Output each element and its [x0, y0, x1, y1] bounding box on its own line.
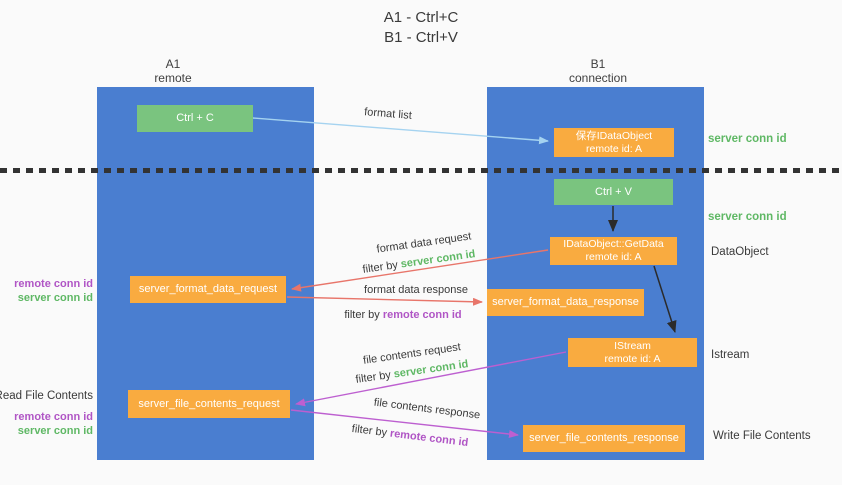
server-conn-id-label: server conn id	[17, 425, 93, 437]
format-list-label: format list	[363, 106, 413, 122]
column-b1-role: connection	[568, 71, 628, 85]
server-conn-id-save-label: server conn id	[708, 133, 787, 145]
format-data-response-label: format data response	[364, 284, 468, 296]
column-header-b1: B1 connection	[528, 57, 668, 85]
server-format-data-response-box: server_format_data_response	[487, 289, 644, 316]
server-file-contents-response-label: server_file_contents_response	[529, 432, 679, 444]
title-line-1: A1 - Ctrl+C	[383, 9, 459, 26]
file-contents-response-label: file contents response	[373, 396, 481, 422]
ctrl-c-label: Ctrl + C	[176, 112, 214, 124]
server-conn-id-label: server conn id	[17, 292, 93, 304]
server-file-contents-request-label: server_file_contents_request	[138, 397, 280, 410]
arrow-format-data-response	[286, 296, 483, 306]
ctrl-c-box: Ctrl + C	[137, 105, 253, 132]
read-file-contents-label: Read File Contents	[0, 390, 93, 402]
filter-by-text: filter by	[351, 422, 388, 440]
dataobject-label: DataObject	[711, 246, 769, 258]
save-dataobject-box: 保存IDataObject remote id: A	[554, 128, 674, 157]
ctrl-v-box: Ctrl + V	[554, 179, 673, 205]
server-conn-id-text: server conn id	[392, 358, 470, 381]
server-format-data-request-box: server_format_data_request	[130, 276, 286, 303]
remote-conn-id-text: remote conn id	[389, 427, 469, 450]
remote-conn-id-text: remote conn id	[382, 309, 462, 321]
column-a1-role: remote	[154, 71, 192, 85]
remote-conn-id-label: remote conn id	[14, 411, 93, 423]
title-line-2: B1 - Ctrl+V	[384, 29, 458, 46]
dotted-separator	[0, 168, 842, 173]
server-conn-id-text: server conn id	[399, 248, 477, 271]
server-format-data-request-label: server_format_data_request	[138, 283, 278, 295]
diagram-title: A1 - Ctrl+C B1 - Ctrl+V	[0, 8, 842, 48]
write-file-contents-label: Write File Contents	[713, 430, 811, 442]
column-a1-id: A1	[165, 57, 181, 71]
filter-by-text: filter by	[344, 309, 380, 321]
getdata-line1: IDataObject::GetData	[563, 238, 664, 250]
save-dataobject-line2: remote id: A	[585, 142, 643, 155]
column-header-a1: A1 remote	[103, 57, 243, 85]
istream-box: IStream remote id: A	[568, 338, 697, 367]
ctrl-v-label: Ctrl + V	[595, 185, 632, 198]
getdata-box: IDataObject::GetData remote id: A	[550, 237, 677, 265]
filter-by-text: filter by	[361, 259, 399, 276]
server-file-contents-response-box: server_file_contents_response	[523, 425, 685, 452]
istream-side-label: Istream	[711, 349, 750, 361]
column-b1-id: B1	[590, 57, 606, 71]
server-conn-id-ctrl-v-label: server conn id	[708, 211, 787, 223]
istream-line2: remote id: A	[604, 352, 661, 365]
istream-line1: IStream	[614, 339, 651, 352]
file-conn-id-pair: remote conn id server conn id	[14, 410, 93, 438]
filter-by-text: filter by	[354, 369, 392, 386]
getdata-line2: remote id: A	[585, 251, 642, 263]
save-dataobject-line1: 保存IDataObject	[575, 129, 653, 142]
remote-conn-id-label: remote conn id	[14, 278, 93, 290]
format-conn-id-pair: remote conn id server conn id	[14, 277, 93, 305]
server-format-data-response-label: server_format_data_response	[492, 296, 639, 308]
server-file-contents-request-box: server_file_contents_request	[128, 390, 290, 418]
